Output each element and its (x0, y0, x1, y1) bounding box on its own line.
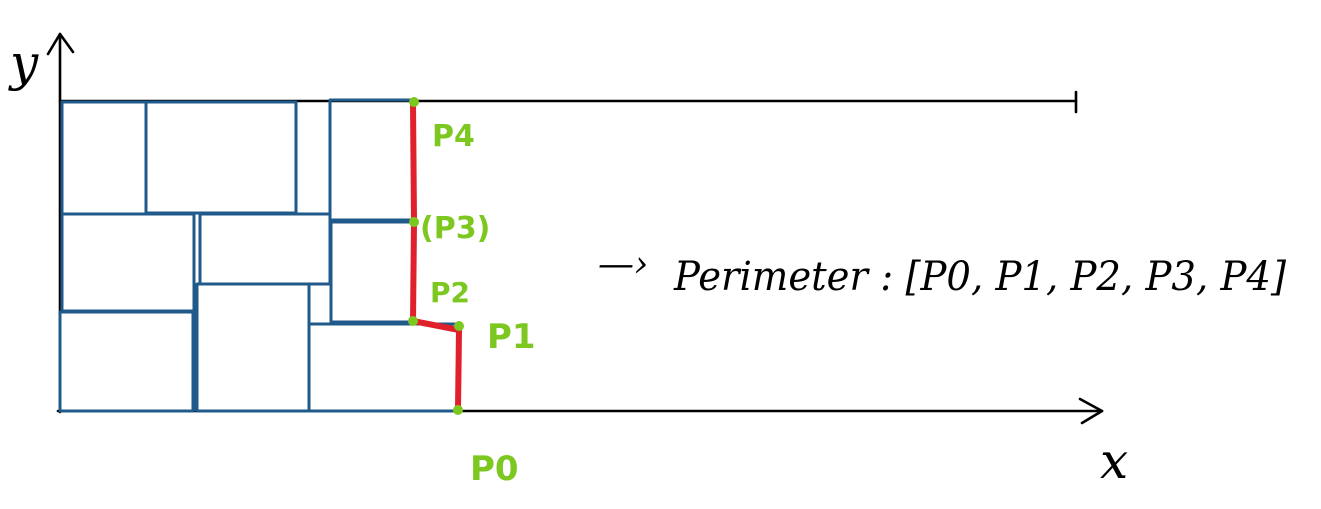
rectangle (58, 310, 195, 413)
label-p1: P1 (487, 317, 536, 357)
label-p0: P0 (470, 449, 519, 489)
perimeter-points (408, 97, 464, 415)
axes (46, 32, 1104, 425)
label-p3: (P3) (420, 211, 490, 246)
point-p4 (409, 97, 419, 107)
x-axis-label: x (1100, 432, 1128, 490)
label-p4: P4 (432, 119, 475, 154)
point-p3 (409, 217, 419, 227)
rectangle (307, 322, 461, 413)
annotation-arrow: —› (598, 244, 648, 285)
x-axis-arrowhead (1078, 397, 1104, 425)
packed-rectangles (58, 98, 461, 413)
y-axis-arrowhead (46, 32, 75, 56)
rectangle (60, 212, 196, 313)
rectangle (144, 100, 298, 215)
point-p2 (408, 316, 418, 326)
label-p2: P2 (430, 276, 470, 309)
rectangle (195, 282, 311, 413)
point-p1 (454, 321, 464, 331)
point-p0 (453, 405, 463, 415)
rectangle (329, 220, 415, 324)
rectangle (198, 212, 332, 286)
rectangle (60, 100, 148, 216)
y-axis-label: y (8, 34, 39, 92)
perimeter-annotation: Perimeter : [P0, P1, P2, P3, P4] (673, 254, 1286, 300)
rectangle (328, 98, 416, 222)
point-labels: P0 P1 P2 (P3) P4 (420, 119, 536, 489)
